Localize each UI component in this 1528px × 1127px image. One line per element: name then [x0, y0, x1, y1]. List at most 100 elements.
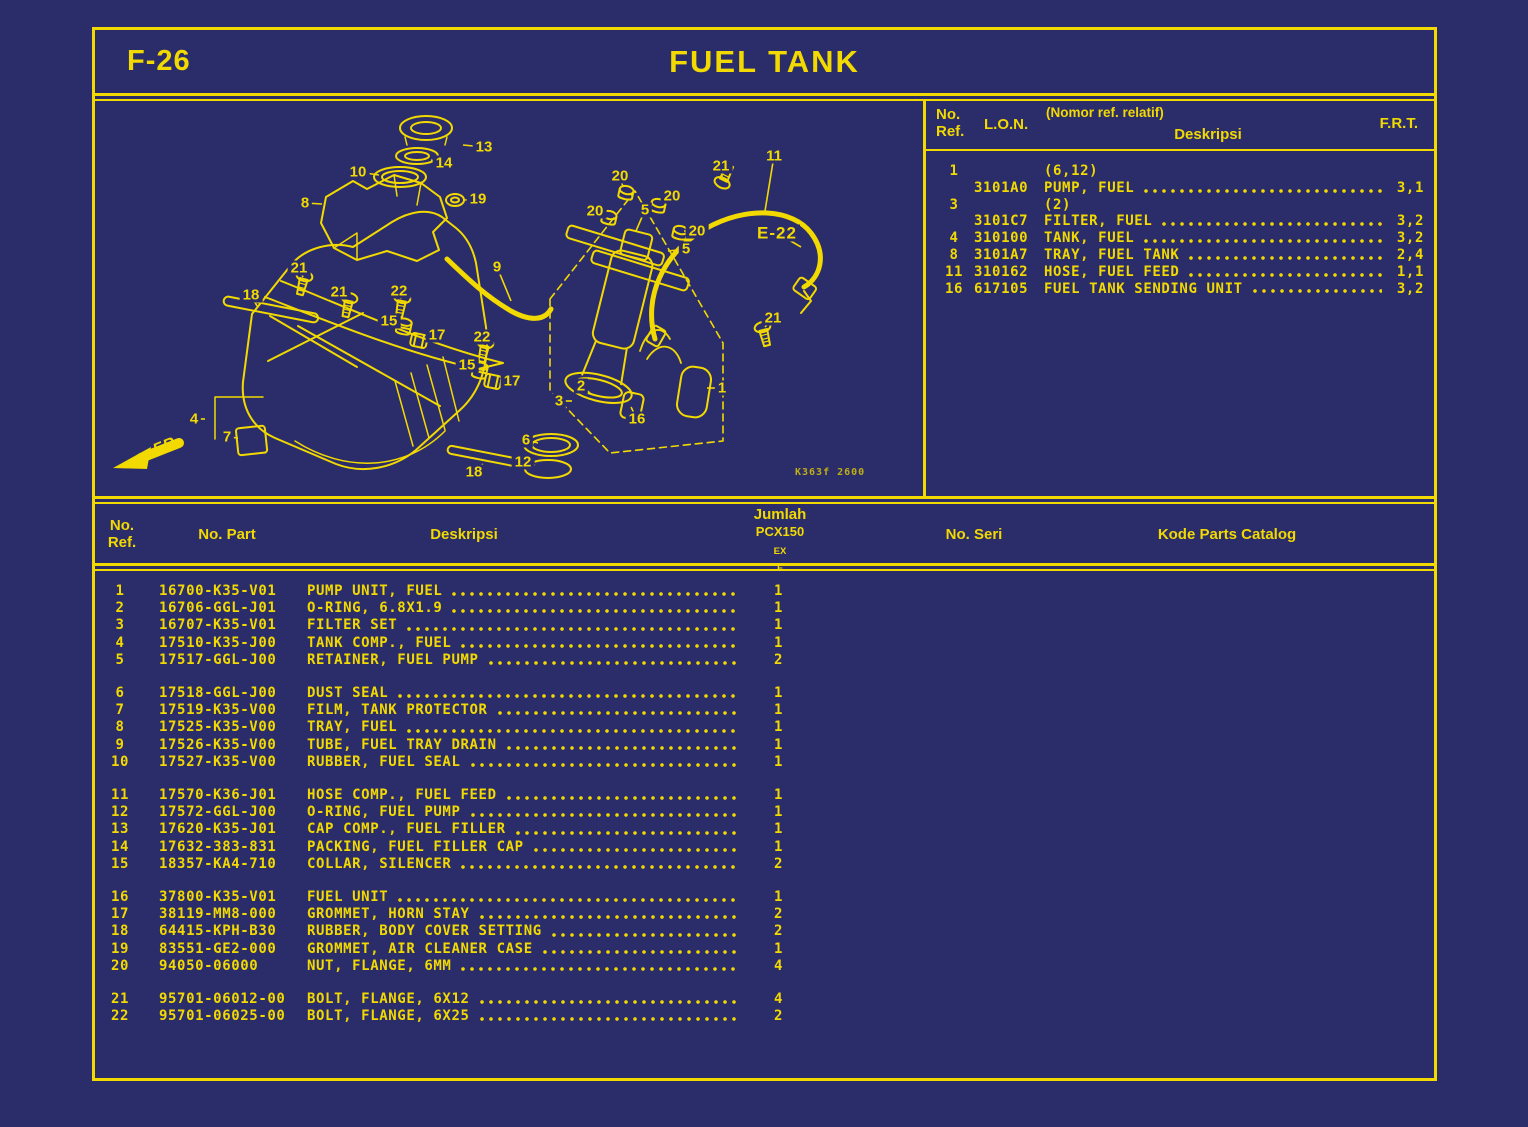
lon-row: 1 (6,12) — [934, 163, 1424, 180]
part-qty-cell: 4 — [773, 991, 783, 1008]
part-qty-cell: 2 — [773, 855, 783, 872]
part-number-cell: 18357-KA4-710 — [159, 855, 277, 872]
page-code: F-26 — [127, 45, 191, 77]
part-qty-cell: 1 — [773, 838, 783, 855]
part-desc-cell: PUMP UNIT, FUEL — [307, 583, 739, 600]
part-ref-cell: 7 — [115, 702, 125, 719]
callout-label: 6 — [518, 432, 534, 448]
part-qty-cell: 1 — [773, 617, 783, 634]
part-number-cell: 17527-K35-V00 — [159, 753, 277, 770]
callout-label: 17 — [500, 373, 524, 389]
part-qty-cell: 1 — [773, 889, 783, 906]
lon-table-header: No.Ref. L.O.N. (Nomor ref. relatif) Desk… — [926, 101, 1434, 151]
fuel-tank-diagram-art — [113, 115, 823, 479]
part-desc-cell: PACKING, FUEL FILLER CAP — [307, 839, 739, 856]
callout-label: 21 — [287, 260, 311, 276]
part-ref-cell: 3 — [115, 617, 125, 634]
callout-label: 8 — [297, 195, 313, 211]
callout-label: 18 — [462, 464, 486, 480]
part-qty-cell: 1 — [773, 600, 783, 617]
dot-leader — [459, 640, 737, 650]
callout-label: 22 — [470, 329, 494, 345]
lon-frt-cell: 3,1 — [1396, 179, 1424, 196]
part-desc-cell: TUBE, FUEL TRAY DRAIN — [307, 737, 739, 754]
part-desc-cell: BOLT, FLANGE, 6X25 — [307, 1008, 739, 1025]
dot-leader — [468, 760, 737, 770]
part-qty-cell: 2 — [773, 651, 783, 668]
dot-leader — [477, 912, 737, 922]
callout-label: 9 — [489, 259, 505, 275]
callout-label: 11 — [763, 148, 785, 164]
callout-label: 5 — [637, 202, 653, 218]
dot-leader — [450, 606, 737, 616]
part-qty-cell: 4 — [773, 957, 783, 974]
part-desc-cell: RUBBER, FUEL SEAL — [307, 754, 739, 771]
part-number-cell: 16700-K35-V01 — [159, 583, 277, 599]
lon-desc-cell: TANK, FUEL — [1044, 230, 1384, 247]
callout-label: 17 — [425, 327, 449, 343]
lon-row: 3(2) — [934, 197, 1424, 214]
callout-label: 14 — [432, 155, 456, 171]
dot-leader — [477, 1014, 737, 1024]
lon-ref-cell: 11 — [944, 263, 964, 280]
part-number-cell: 95701-06012-00 — [159, 991, 286, 1008]
part-desc-cell: O-RING, 6.8X1.9 — [307, 600, 739, 617]
dot-leader — [549, 929, 737, 939]
part-ref-cell: 12 — [110, 804, 130, 821]
part-desc-cell: FILTER SET — [307, 617, 739, 634]
part-desc-cell: CAP COMP., FUEL FILLER — [307, 821, 739, 838]
part-desc-cell: TANK COMP., FUEL — [307, 635, 739, 652]
part-ref-cell: 16 — [110, 889, 130, 906]
dot-leader — [396, 691, 737, 701]
part-qty-cell: 1 — [773, 583, 783, 599]
lon-desc-cell: TRAY, FUEL TANK — [1044, 247, 1384, 264]
callout-label: 5 — [678, 241, 694, 257]
part-ref-cell: 9 — [115, 736, 125, 753]
part-qty-cell: 1 — [773, 787, 783, 804]
parts-header-qty: Jumlah PCX150 EX F — [753, 506, 807, 574]
part-number-cell: 17510-K35-J00 — [159, 634, 277, 651]
part-ref-cell: 22 — [110, 1008, 130, 1025]
part-number-cell: 17517-GGL-J00 — [159, 651, 277, 668]
callout-label: 2 — [573, 378, 589, 394]
lon-code-cell: 3101C7 — [974, 213, 1029, 230]
callout-label: 21 — [327, 284, 351, 300]
part-desc-cell: DUST SEAL — [307, 685, 739, 702]
dot-leader — [531, 844, 737, 854]
dot-leader — [1142, 235, 1382, 245]
part-number-cell: 16707-K35-V01 — [159, 617, 277, 634]
lon-desc-cell: (6,12) — [1044, 163, 1099, 179]
lon-ref-cell: 16 — [944, 280, 964, 297]
dot-leader — [540, 946, 737, 956]
lon-code-cell: 310100 — [974, 230, 1029, 247]
parts-header-ref: No.Ref. — [107, 517, 137, 552]
part-ref-cell: 18 — [110, 923, 130, 940]
lon-ref-cell: 1 — [949, 163, 959, 179]
part-ref-cell: 15 — [110, 855, 130, 872]
dot-leader — [1187, 252, 1382, 262]
callout-label: 18 — [239, 287, 263, 303]
lon-desc-cell: HOSE, FUEL FEED — [1044, 264, 1384, 281]
dot-leader — [1160, 219, 1382, 229]
part-number-cell: 37800-K35-V01 — [159, 889, 277, 906]
part-ref-cell: 13 — [110, 821, 130, 838]
dot-leader — [405, 623, 737, 633]
dot-leader — [495, 708, 737, 718]
